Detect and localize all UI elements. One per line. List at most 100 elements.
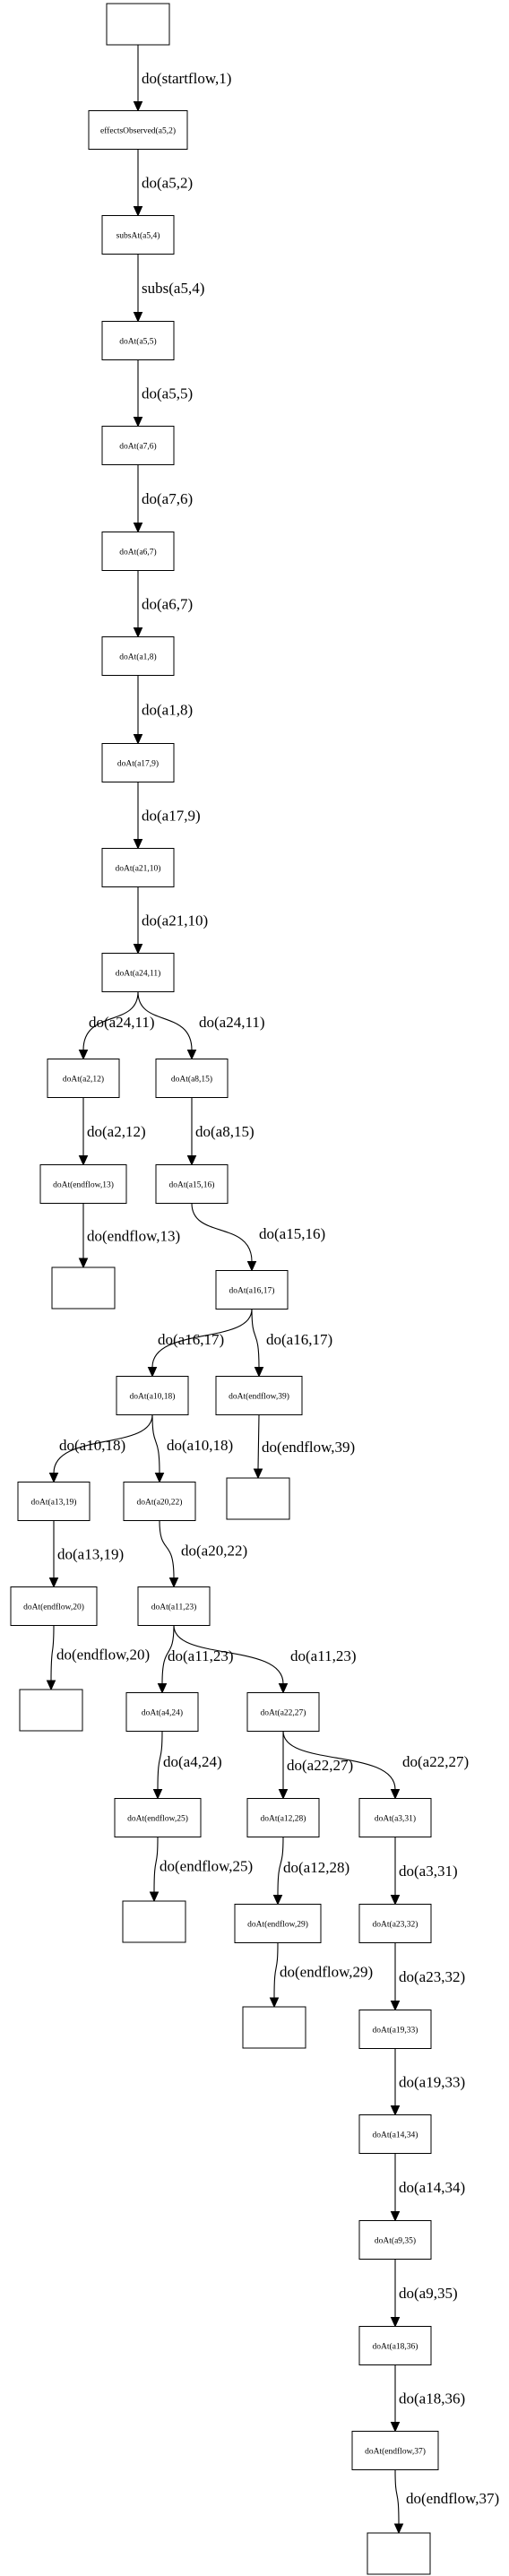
- node-box: [101, 532, 175, 571]
- node-box: [137, 1586, 211, 1626]
- node-n24: doAt(a4,24): [125, 1692, 199, 1732]
- node-n22: doAt(a11,23): [137, 1586, 211, 1626]
- edge-label: do(endflow,37): [406, 2490, 499, 2507]
- arrowhead: [278, 1789, 289, 1800]
- edge-label: do(startflow,1): [142, 70, 231, 87]
- node-box: [10, 1586, 98, 1626]
- arrowhead: [157, 1683, 168, 1694]
- edge-label: do(endflow,13): [87, 1227, 180, 1244]
- node-label: doAt(a9,35): [375, 2236, 416, 2246]
- edge-n25-n28: do(a22,27): [282, 1731, 469, 1800]
- node-box: [101, 636, 175, 676]
- node-box: [17, 1482, 91, 1521]
- node-label: doAt(a17,9): [117, 759, 159, 769]
- node-box: [358, 2220, 432, 2260]
- node-n27: doAt(a12,28): [246, 1798, 320, 1837]
- edge-line: [394, 2469, 400, 2525]
- arrowhead: [390, 1789, 401, 1800]
- edge-line: [159, 1520, 175, 1578]
- edge-line: [282, 1731, 396, 1790]
- edge-label: do(a18,36): [399, 2390, 465, 2407]
- edge-n37-n38: do(endflow,37): [393, 2469, 499, 2535]
- node-n30: doAt(endflow,29): [234, 1904, 322, 1943]
- node-n4: doAt(a7,6): [101, 426, 175, 465]
- edge-label: do(a11,23): [168, 1647, 234, 1664]
- edge-label: do(a24,11): [89, 1014, 155, 1031]
- node-label: doAt(a7,6): [119, 442, 156, 452]
- edge-n10-n12: do(a2,12): [78, 1097, 146, 1166]
- arrowhead: [133, 627, 143, 638]
- edge-line: [257, 1414, 260, 1470]
- edges-layer: do(startflow,1)do(a5,2)subs(a5,4)do(a5,5…: [46, 45, 499, 2535]
- node-n10: doAt(a2,12): [47, 1059, 120, 1098]
- node-label: doAt(endflow,29): [247, 1920, 308, 1930]
- arrowhead: [133, 523, 143, 533]
- node-label: doAt(endflow,39): [229, 1392, 289, 1402]
- node-label: doAt(a22,27): [261, 1708, 306, 1718]
- edge-line: [82, 991, 139, 1050]
- node-n25: doAt(a22,27): [246, 1692, 320, 1732]
- edge-label: do(a5,2): [142, 175, 193, 192]
- arrowhead: [149, 1891, 160, 1903]
- node-label: doAt(a6,7): [119, 548, 156, 558]
- arrowhead: [278, 1683, 289, 1694]
- edge-line: [157, 1731, 163, 1790]
- node-box: [367, 2532, 431, 2575]
- node-box: [358, 1904, 432, 1943]
- edge-label: do(a1,8): [142, 702, 193, 719]
- edge-n34-n35: do(a14,34): [390, 2153, 465, 2222]
- edge-n15-n17: do(a16,17): [251, 1309, 332, 1378]
- node-box: [106, 3, 170, 46]
- node-label: doAt(a2,12): [63, 1075, 104, 1085]
- node-n14: [51, 1266, 116, 1310]
- edge-line: [151, 1414, 160, 1474]
- node-n26: doAt(endflow,25): [114, 1798, 202, 1837]
- edge-n24-n26: do(a4,24): [152, 1731, 222, 1800]
- arrowhead: [154, 1473, 165, 1483]
- node-label: doAt(a8,15): [171, 1075, 212, 1085]
- node-box: [123, 1482, 196, 1521]
- node-box: [246, 1692, 320, 1732]
- node-n20: [226, 1477, 290, 1520]
- edge-n9-n11: do(a24,11): [137, 991, 265, 1060]
- edge-n26-n29: do(endflow,25): [149, 1837, 253, 1903]
- node-label: doAt(a12,28): [261, 1814, 306, 1824]
- node-n28: doAt(a3,31): [358, 1798, 432, 1837]
- node-box: [234, 1904, 322, 1943]
- node-box: [351, 2431, 439, 2470]
- edge-line: [251, 1309, 260, 1368]
- node-box: [39, 1164, 127, 1204]
- edge-label: do(a6,7): [142, 596, 193, 613]
- node-box: [47, 1059, 120, 1098]
- node-box: [101, 953, 175, 992]
- node-label: doAt(a16,17): [229, 1286, 275, 1296]
- node-box: [101, 426, 175, 465]
- edge-label: do(a19,33): [399, 2074, 465, 2091]
- node-n32: [242, 2006, 306, 2049]
- node-label: doAt(endflow,37): [365, 2447, 426, 2457]
- node-n34: doAt(a14,34): [358, 2114, 432, 2154]
- node-n9: doAt(a24,11): [101, 953, 175, 992]
- arrowhead: [133, 417, 143, 428]
- arrowhead: [253, 1468, 263, 1480]
- edge-n5-n6: do(a6,7): [133, 570, 193, 638]
- node-label: doAt(endflow,25): [127, 1814, 188, 1824]
- edge-label: do(a11,23): [290, 1647, 357, 1664]
- node-label: doAt(a1,8): [119, 653, 156, 662]
- edge-n22-n25: do(a11,23): [173, 1625, 357, 1694]
- node-label: doAt(a13,19): [31, 1498, 77, 1508]
- node-n15: doAt(a16,17): [215, 1270, 289, 1310]
- edge-n18-n21: do(a13,19): [48, 1520, 124, 1588]
- arrowhead: [48, 1473, 59, 1483]
- edge-n0-n1: do(startflow,1): [133, 45, 231, 112]
- arrowhead: [393, 2523, 404, 2535]
- node-box: [101, 743, 175, 782]
- edge-label: do(a23,32): [399, 1968, 465, 1985]
- node-n19: doAt(a20,22): [123, 1482, 196, 1521]
- edge-n36-n37: do(a18,36): [390, 2364, 465, 2433]
- node-n7: doAt(a17,9): [101, 743, 175, 782]
- node-box: [215, 1376, 303, 1415]
- node-n29: [122, 1900, 186, 1943]
- node-n3: doAt(a5,5): [101, 321, 175, 360]
